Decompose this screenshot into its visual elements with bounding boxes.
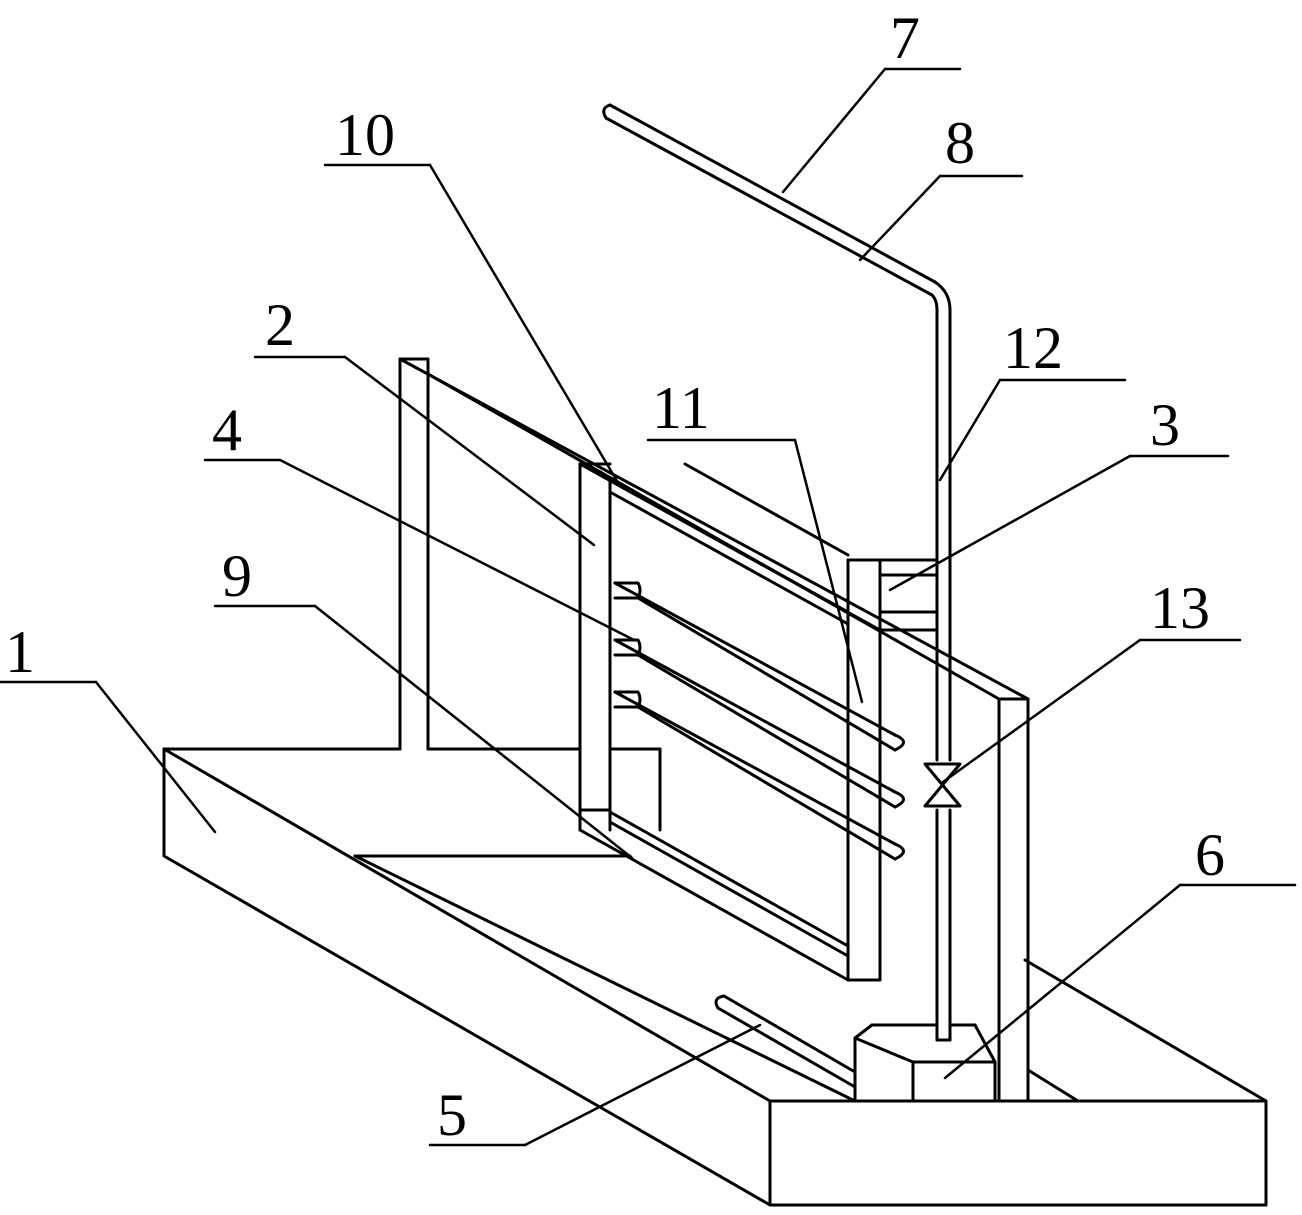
label-4: 4 [212, 397, 242, 463]
label-6: 6 [1195, 822, 1225, 888]
label-12: 12 [1003, 315, 1063, 381]
valve-icon [923, 762, 962, 808]
label-11: 11 [652, 375, 710, 441]
front-frame [578, 462, 938, 982]
label-13: 13 [1150, 575, 1210, 641]
slats [613, 581, 905, 861]
label-9: 9 [222, 543, 252, 609]
label-7: 7 [890, 5, 920, 71]
label-8: 8 [945, 110, 975, 176]
outlet-pipe [714, 994, 857, 1089]
base-tank [162, 747, 1268, 1207]
supply-pipe [602, 103, 962, 1042]
label-5: 5 [437, 1082, 467, 1148]
label-1: 1 [5, 619, 35, 685]
label-10: 10 [335, 102, 395, 168]
label-3: 3 [1150, 392, 1180, 458]
pump-box [853, 1023, 997, 1103]
leader-lines [0, 67, 1297, 1147]
label-2: 2 [265, 292, 295, 358]
part-labels: 1 2 3 4 5 6 7 8 9 10 11 12 13 [5, 5, 1225, 1148]
